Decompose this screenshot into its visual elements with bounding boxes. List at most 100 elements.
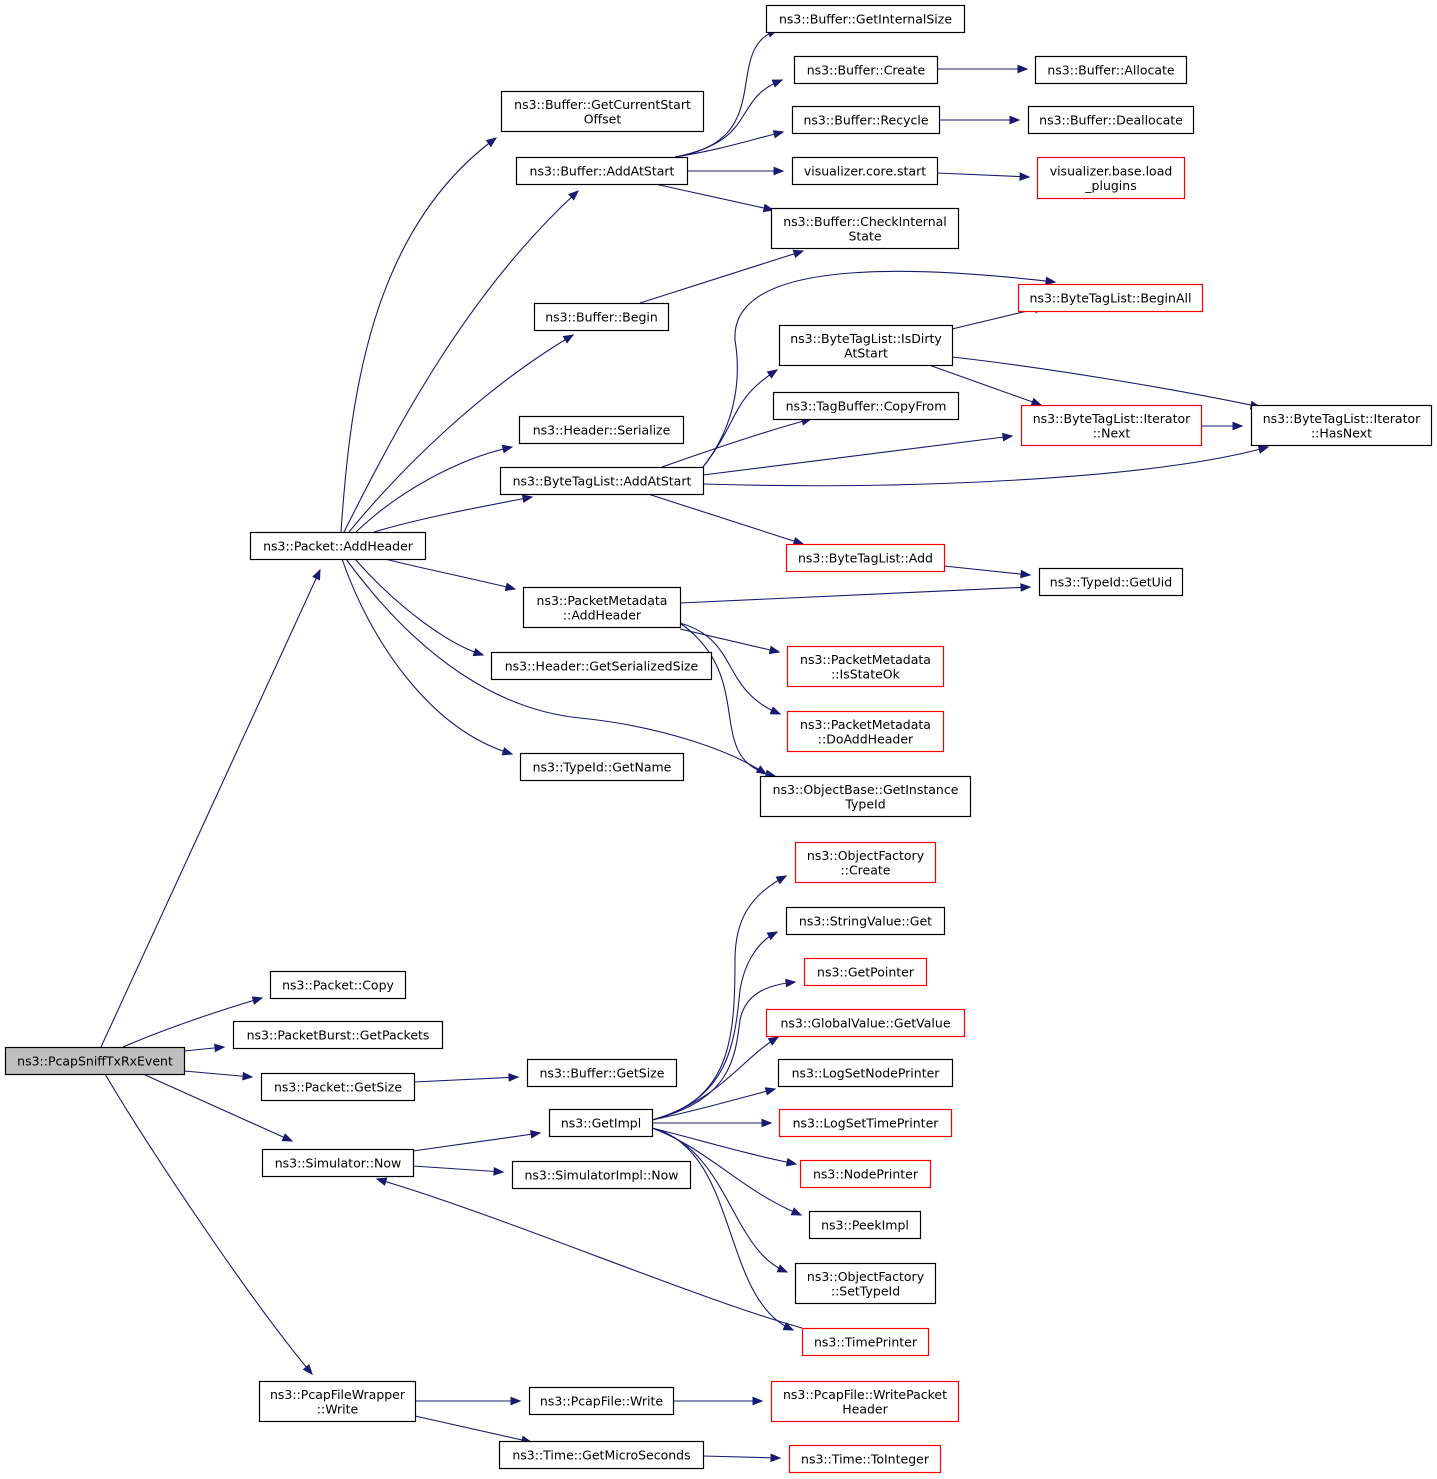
node-box[interactable] bbox=[258, 1380, 417, 1423]
node-box[interactable] bbox=[803, 957, 928, 987]
node-box[interactable] bbox=[794, 1262, 937, 1305]
node-pfwwrite[interactable]: ns3::PcapFileWrapper::Write bbox=[258, 1380, 417, 1423]
node-logsettimeprinter[interactable]: ns3::LogSetTimePrinter bbox=[778, 1108, 953, 1138]
node-simnow[interactable]: ns3::Simulator::Now bbox=[261, 1148, 415, 1178]
node-copy[interactable]: ns3::Packet::Copy bbox=[269, 970, 407, 1000]
node-btladdatstart[interactable]: ns3::ByteTagList::AddAtStart bbox=[499, 466, 705, 496]
node-globalvaluegetvalue[interactable]: ns3::GlobalValue::GetValue bbox=[765, 1008, 966, 1038]
node-typeidgetuid[interactable]: ns3::TypeId::GetUid bbox=[1038, 567, 1184, 597]
node-box[interactable] bbox=[770, 1380, 960, 1423]
node-objfactcreate[interactable]: ns3::ObjectFactory::Create bbox=[794, 841, 937, 884]
node-box[interactable] bbox=[1020, 404, 1203, 447]
node-box[interactable] bbox=[528, 1386, 675, 1416]
node-pmdoaddheader[interactable]: ns3::PacketMetadata::DoAddHeader bbox=[786, 710, 945, 753]
node-box[interactable] bbox=[490, 651, 713, 681]
node-getpointer[interactable]: ns3::GetPointer bbox=[803, 957, 928, 987]
node-box[interactable] bbox=[785, 543, 946, 573]
node-box[interactable] bbox=[232, 1020, 444, 1050]
node-logsetnodeprinter[interactable]: ns3::LogSetNodePrinter bbox=[777, 1058, 954, 1088]
node-getsize[interactable]: ns3::Packet::GetSize bbox=[260, 1072, 416, 1102]
node-box[interactable] bbox=[518, 415, 685, 445]
node-bufdeallocate[interactable]: ns3::Buffer::Deallocate bbox=[1027, 105, 1195, 135]
node-box[interactable] bbox=[1017, 283, 1204, 313]
node-box[interactable] bbox=[778, 324, 954, 367]
node-objfactsettypeid[interactable]: ns3::ObjectFactory::SetTypeId bbox=[794, 1262, 937, 1305]
node-box[interactable] bbox=[515, 156, 689, 186]
node-bufcreate[interactable]: ns3::Buffer::Create bbox=[793, 55, 939, 85]
node-bufgetinternalsize[interactable]: ns3::Buffer::GetInternalSize bbox=[765, 4, 966, 34]
node-box[interactable] bbox=[785, 906, 946, 936]
node-box[interactable] bbox=[772, 391, 960, 421]
node-btliternext[interactable]: ns3::ByteTagList::Iterator::Next bbox=[1020, 404, 1203, 447]
node-btlbeginall[interactable]: ns3::ByteTagList::BeginAll bbox=[1017, 283, 1204, 313]
node-viscorestart[interactable]: visualizer.core.start bbox=[791, 156, 939, 186]
node-box[interactable] bbox=[519, 752, 685, 782]
node-box[interactable] bbox=[1027, 105, 1195, 135]
node-box[interactable] bbox=[526, 1058, 678, 1088]
node-btladd[interactable]: ns3::ByteTagList::Add bbox=[785, 543, 946, 573]
node-box[interactable] bbox=[269, 970, 407, 1000]
node-timeprinter[interactable]: ns3::TimePrinter bbox=[801, 1327, 930, 1357]
node-box[interactable] bbox=[791, 156, 939, 186]
node-timetointeger[interactable]: ns3::Time::ToInteger bbox=[788, 1444, 942, 1474]
node-pmaddheader[interactable]: ns3::PacketMetadata::AddHeader bbox=[522, 586, 682, 629]
node-timegetmicro[interactable]: ns3::Time::GetMicroSeconds bbox=[498, 1440, 705, 1470]
node-pcapsniff[interactable]: ns3::PcapSniffTxRxEvent bbox=[4, 1046, 186, 1076]
node-addheader[interactable]: ns3::Packet::AddHeader bbox=[249, 531, 427, 561]
node-box[interactable] bbox=[249, 531, 427, 561]
node-pmisstateok[interactable]: ns3::PacketMetadata::IsStateOk bbox=[786, 645, 945, 688]
node-box[interactable] bbox=[786, 645, 945, 688]
node-box[interactable] bbox=[794, 841, 937, 884]
node-tagbufcopyfrom[interactable]: ns3::TagBuffer::CopyFrom bbox=[772, 391, 960, 421]
node-btliterhasnext[interactable]: ns3::ByteTagList::Iterator::HasNext bbox=[1250, 404, 1433, 447]
node-box[interactable] bbox=[498, 1440, 705, 1470]
node-box[interactable] bbox=[4, 1046, 186, 1076]
node-box[interactable] bbox=[1250, 404, 1433, 447]
node-box[interactable] bbox=[548, 1108, 654, 1138]
node-getimpl[interactable]: ns3::GetImpl bbox=[548, 1108, 654, 1138]
node-buffergetsize[interactable]: ns3::Buffer::GetSize bbox=[526, 1058, 678, 1088]
node-box[interactable] bbox=[801, 1327, 930, 1357]
node-nodeprinter[interactable]: ns3::NodePrinter bbox=[799, 1159, 932, 1189]
node-box[interactable] bbox=[786, 710, 945, 753]
node-typeidgetname[interactable]: ns3::TypeId::GetName bbox=[519, 752, 685, 782]
node-box[interactable] bbox=[778, 1108, 953, 1138]
node-box[interactable] bbox=[770, 207, 960, 250]
node-bufallocate[interactable]: ns3::Buffer::Allocate bbox=[1034, 55, 1188, 85]
node-box[interactable] bbox=[1036, 156, 1186, 200]
node-hdrserialize[interactable]: ns3::Header::Serialize bbox=[518, 415, 685, 445]
node-visbaseload[interactable]: visualizer.base.load_plugins bbox=[1036, 156, 1186, 200]
node-box[interactable] bbox=[777, 1058, 954, 1088]
node-getpackets[interactable]: ns3::PacketBurst::GetPackets bbox=[232, 1020, 444, 1050]
node-simimplnow[interactable]: ns3::SimulatorImpl::Now bbox=[511, 1160, 692, 1190]
node-box[interactable] bbox=[765, 1008, 966, 1038]
node-box[interactable] bbox=[1034, 55, 1188, 85]
node-stringvalueget[interactable]: ns3::StringValue::Get bbox=[785, 906, 946, 936]
node-hdrgetsersize[interactable]: ns3::Header::GetSerializedSize bbox=[490, 651, 713, 681]
node-box[interactable] bbox=[533, 302, 670, 332]
node-box[interactable] bbox=[759, 775, 972, 818]
node-peekimpl[interactable]: ns3::PeekImpl bbox=[808, 1210, 922, 1240]
node-box[interactable] bbox=[500, 90, 705, 133]
node-box[interactable] bbox=[511, 1160, 692, 1190]
node-bufbegin[interactable]: ns3::Buffer::Begin bbox=[533, 302, 670, 332]
node-box[interactable] bbox=[765, 4, 966, 34]
node-box[interactable] bbox=[799, 1159, 932, 1189]
node-box[interactable] bbox=[260, 1072, 416, 1102]
node-box[interactable] bbox=[1038, 567, 1184, 597]
node-pcapfilewrite[interactable]: ns3::PcapFile::Write bbox=[528, 1386, 675, 1416]
node-box[interactable] bbox=[499, 466, 705, 496]
node-bufaddatstart[interactable]: ns3::Buffer::AddAtStart bbox=[515, 156, 689, 186]
node-box[interactable] bbox=[791, 105, 941, 135]
node-box[interactable] bbox=[522, 586, 682, 629]
node-box[interactable] bbox=[793, 55, 939, 85]
node-box[interactable] bbox=[808, 1210, 922, 1240]
node-box[interactable] bbox=[788, 1444, 942, 1474]
node-box[interactable] bbox=[261, 1148, 415, 1178]
node-bufrecycle[interactable]: ns3::Buffer::Recycle bbox=[791, 105, 941, 135]
